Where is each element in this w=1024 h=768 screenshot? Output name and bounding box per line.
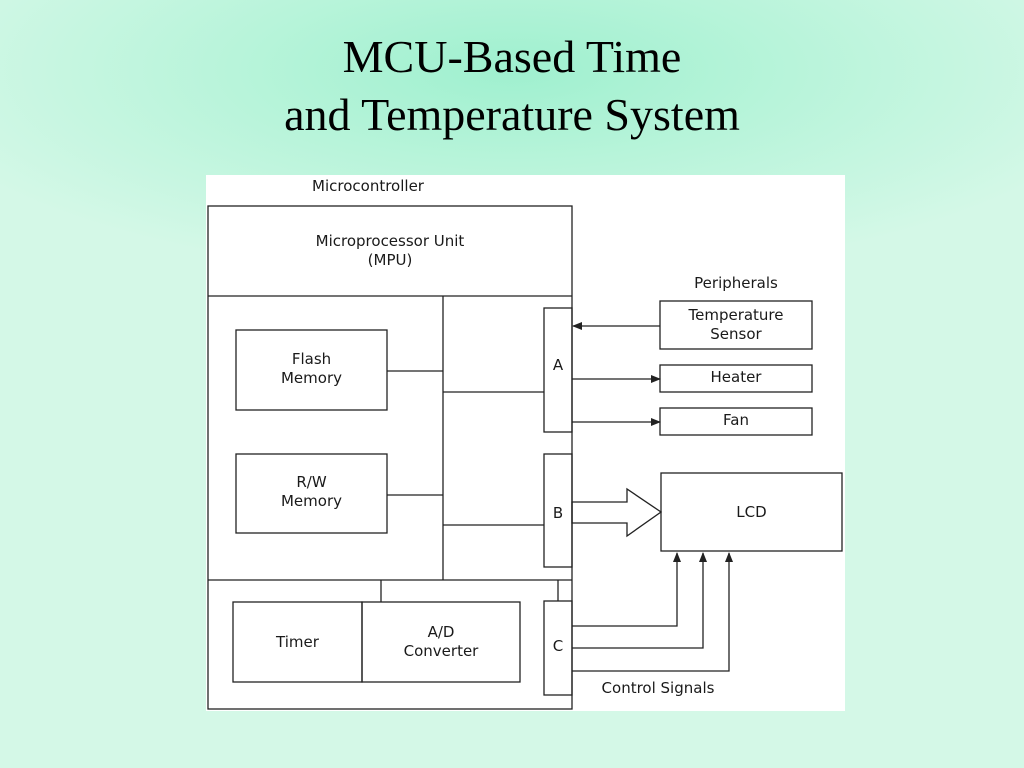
lcd-label: LCD [736,503,767,521]
port-c-label: C [552,637,564,655]
fan-label: Fan [723,411,749,429]
diagram-lines [207,205,843,710]
control-signal-3 [572,552,733,672]
control-signals-label: Control Signals [601,679,715,697]
temp-line-2: Sensor [710,325,762,343]
mpu-label: Microprocessor Unit (MPU) [268,232,512,270]
rw-line-2: Memory [280,492,342,510]
flash-line-2: Memory [280,369,342,387]
microcontroller-label: Microcontroller [312,177,424,195]
flash-memory-label: Flash Memory [236,350,387,388]
heater-label: Heater [710,368,762,386]
port-b-to-lcd-bus-arrow [571,487,663,538]
slide-title: MCU-Based Time and Temperature System [0,28,1024,144]
temp-line-1: Temperature [688,306,784,324]
adc-line-2: Converter [403,642,479,660]
control-signal-1 [572,552,681,627]
port-a-label: A [552,356,564,374]
rw-line-1: R/W [296,473,327,491]
flash-memory-box [235,329,388,411]
control-signal-2 [572,552,707,649]
peripherals-label: Peripherals [694,274,778,292]
timer-label: Timer [276,633,319,651]
title-line-2: and Temperature System [284,89,740,140]
adc-line-1: A/D [427,623,455,641]
temperature-sensor-box [659,300,813,350]
temperature-sensor-label: Temperature Sensor [660,306,812,344]
block-diagram: Microcontroller Microprocessor Unit (MPU… [206,175,845,711]
title-line-1: MCU-Based Time [342,31,682,82]
adc-box [361,601,521,683]
rw-memory-label: R/W Memory [236,473,387,511]
adc-label: A/D Converter [362,623,520,661]
port-a-box [543,307,573,433]
mpu-line-1: Microprocessor Unit [315,232,465,250]
mpu-line-2: (MPU) [367,251,413,269]
port-b-label: B [552,504,564,522]
flash-line-1: Flash [291,350,332,368]
rw-memory-box [235,453,388,534]
